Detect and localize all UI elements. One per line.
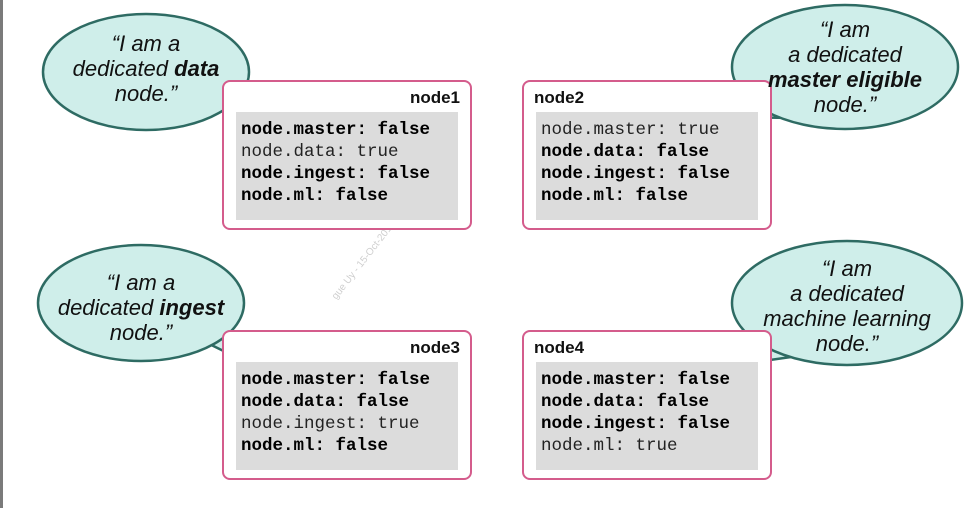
node1-card: node1 node.master: false node.data: true… <box>222 80 472 230</box>
node3-card: node3 node.master: false node.data: fals… <box>222 330 472 480</box>
node1-config: node.master: false node.data: true node.… <box>236 112 458 220</box>
bubble-node4-text: “I am a dedicated machine learning node.… <box>738 256 956 356</box>
bubble-node1-highlight: data <box>174 56 220 81</box>
bubble-node2-line1: “I am <box>819 17 871 42</box>
node4-ingest: node.ingest: false <box>541 414 731 434</box>
node2-master: node.master: true <box>541 120 720 140</box>
node4-title: node4 <box>534 338 585 357</box>
node2-title: node2 <box>534 88 585 107</box>
node3-config: node.master: false node.data: false node… <box>236 362 458 470</box>
node1-master: node.master: false <box>241 120 431 140</box>
node3-ml: node.ml: false <box>241 436 389 456</box>
bubble-node3-highlight: ingest <box>159 295 225 320</box>
bubble-node3-line3: node.” <box>109 320 173 345</box>
bubble-node2-text: “I am a dedicated master eligible node.” <box>738 17 952 117</box>
bubble-node1-line1: “I am a <box>111 31 181 56</box>
node4-data: node.data: false <box>541 392 710 412</box>
bubble-node2-line3: master eligible <box>738 67 952 92</box>
node4-config: node.master: false node.data: false node… <box>536 362 758 470</box>
bubble-node1-text: “I am a dedicated data node.” <box>50 31 242 106</box>
node4-card: node4 node.master: false node.data: fals… <box>522 330 772 480</box>
bubble-node4-line2: a dedicated <box>790 281 904 306</box>
node4-master: node.master: false <box>541 370 731 390</box>
bubble-node3-text: “I am a dedicated ingest node.” <box>44 270 238 345</box>
node1-ingest: node.ingest: false <box>241 164 431 184</box>
node2-ml: node.ml: false <box>541 186 689 206</box>
bubble-node1-line2: dedicated data <box>72 56 220 81</box>
node3-data: node.data: false <box>241 392 410 412</box>
node1-data: node.data: true <box>241 142 399 162</box>
bubble-node3-line1: “I am a <box>106 270 176 295</box>
bubble-node4-line4: node.” <box>815 331 879 356</box>
node1-title: node1 <box>409 88 460 107</box>
node3-title: node3 <box>409 338 460 357</box>
left-rule <box>0 0 3 508</box>
node2-config: node.master: true node.data: false node.… <box>536 112 758 220</box>
node2-ingest: node.ingest: false <box>541 164 731 184</box>
bubble-node2-line4: node.” <box>813 92 877 117</box>
bubble-node3-line2: dedicated ingest <box>57 295 225 320</box>
bubble-node2-line2: a dedicated <box>788 42 902 67</box>
node4-ml: node.ml: true <box>541 436 678 456</box>
node3-master: node.master: false <box>241 370 431 390</box>
bubble-node4-line3: machine learning <box>763 306 931 331</box>
node1-ml: node.ml: false <box>241 186 389 206</box>
node2-card: node2 node.master: true node.data: false… <box>522 80 772 230</box>
node3-ingest: node.ingest: true <box>241 414 420 434</box>
bubble-node1-line3: node.” <box>114 81 178 106</box>
bubble-node4-line1: “I am <box>821 256 873 281</box>
bubble-node2-highlight: master eligible <box>767 67 923 92</box>
node2-data: node.data: false <box>541 142 710 162</box>
